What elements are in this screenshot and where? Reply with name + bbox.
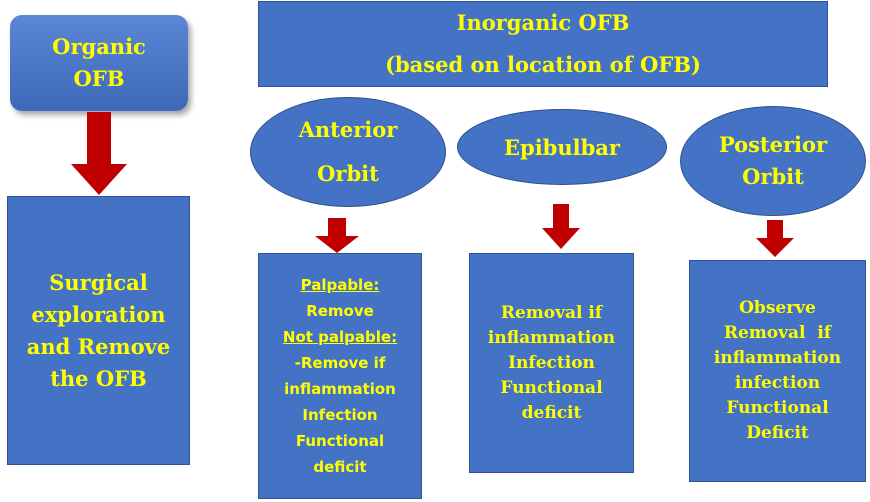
surgical-exploration-box: Surgical exploration and Remove the OFB <box>7 196 190 465</box>
anterior-line: Infection <box>302 406 378 424</box>
epibulbar-line: inflammation <box>487 327 616 348</box>
inorganic-ofb-line2: (based on location of OFB) <box>385 52 701 77</box>
epibulbar-line: Infection <box>508 352 595 373</box>
anterior-line: deficit <box>313 458 367 476</box>
epibulbar-management-box: Removal if inflammation Infection Functi… <box>469 253 634 473</box>
posterior-orbit-line2: Orbit <box>742 164 804 189</box>
surgical-line: Surgical <box>49 269 148 295</box>
palpable-heading: Palpable: <box>300 276 380 294</box>
surgical-line: exploration <box>31 301 166 327</box>
surgical-line: the OFB <box>50 365 147 391</box>
epibulbar-down-arrow <box>542 204 580 249</box>
organic-ofb-line1: Organic <box>52 34 146 59</box>
anterior-orbit-ellipse: Anterior Orbit <box>250 97 446 207</box>
organic-ofb-line2: OFB <box>73 66 125 91</box>
anterior-management-box: Palpable: Remove Not palpable: -Remove i… <box>258 253 422 499</box>
epibulbar-line: Removal if <box>500 302 603 323</box>
not-palpable-heading: Not palpable: <box>282 328 398 346</box>
palpable-action: Remove <box>306 302 374 320</box>
posterior-orbit-line1: Posterior <box>718 132 828 157</box>
anterior-down-arrow <box>315 218 359 253</box>
posterior-down-arrow <box>756 220 794 257</box>
epibulbar-label: Epibulbar <box>504 134 620 160</box>
posterior-line: Observe <box>739 298 816 318</box>
inorganic-ofb-line1: Inorganic OFB <box>456 10 630 35</box>
anterior-line: inflammation <box>284 380 396 398</box>
posterior-line: infection <box>734 373 821 393</box>
anterior-orbit-line2: Orbit <box>317 161 379 186</box>
organic-down-arrow <box>71 112 127 195</box>
organic-ofb-box: Organic OFB <box>10 15 188 111</box>
posterior-line: Functional <box>726 398 829 418</box>
posterior-orbit-ellipse: Posterior Orbit <box>680 106 866 216</box>
posterior-line: Deficit <box>746 423 809 443</box>
anterior-line: -Remove if <box>294 354 386 372</box>
posterior-line: inflammation <box>713 348 842 368</box>
inorganic-ofb-box: Inorganic OFB (based on location of OFB) <box>258 1 828 87</box>
surgical-line: and Remove <box>26 333 171 359</box>
posterior-line: Removal if <box>723 323 832 343</box>
epibulbar-line: Functional <box>500 377 603 398</box>
posterior-management-box: Observe Removal if inflammation infectio… <box>689 260 866 482</box>
epibulbar-line: deficit <box>521 402 582 423</box>
anterior-orbit-line1: Anterior <box>298 117 398 142</box>
epibulbar-ellipse: Epibulbar <box>457 109 667 185</box>
anterior-line: Functional <box>295 432 385 450</box>
